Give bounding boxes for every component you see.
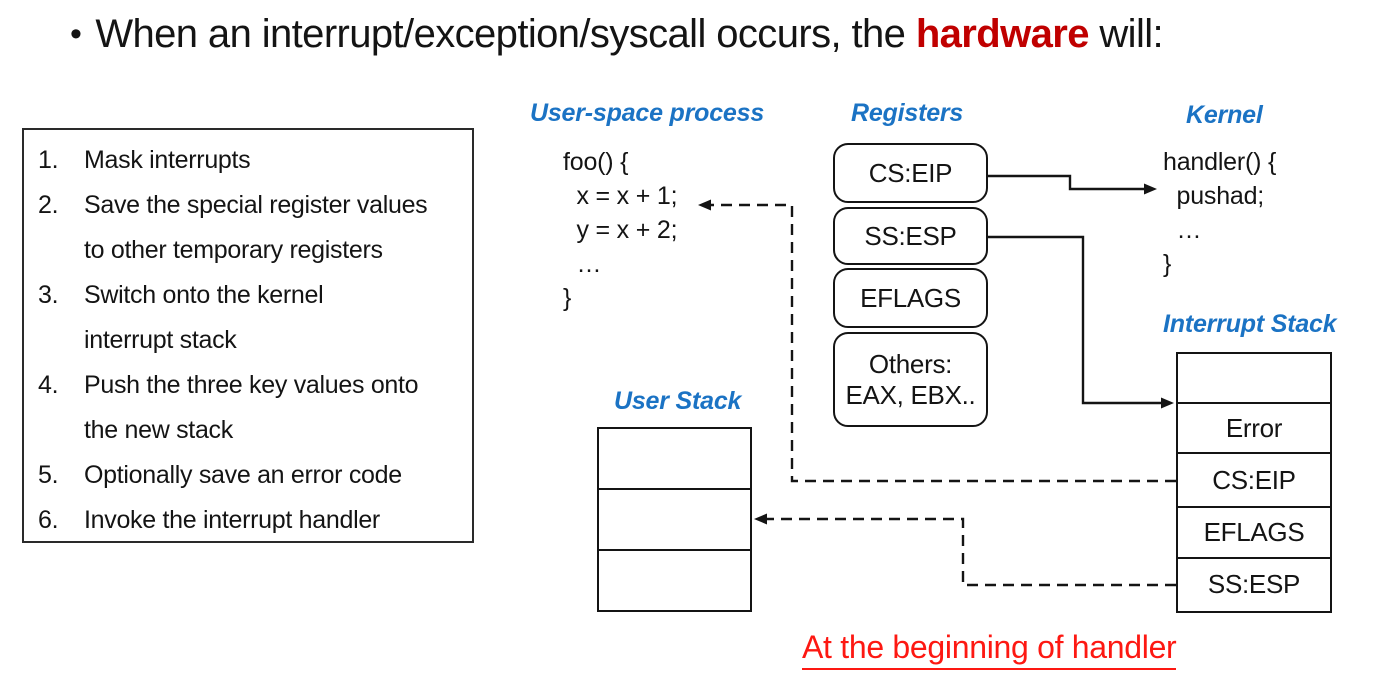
arrowhead-cseip-to-handler-icon [1144,183,1157,195]
step-text: to other temporary registers [84,236,383,264]
hardware-steps-box: 1. Mask interrupts 2. Save the special regi… [22,128,474,543]
register-box-label: CS:EIP [868,157,953,188]
interrupt-stack-label: Interrupt Stack [1163,310,1337,338]
step-line: 1. Mask interrupts [38,138,468,183]
step-text: Invoke the interrupt handler [84,506,380,534]
step-line: 2. Save the special register values [38,183,468,228]
register-box: Others:EAX, EBX.. [833,332,988,427]
user-stack-row [599,488,750,549]
title-highlight-hardware: hardware [915,12,1090,56]
arrow-ssesp-to-interrupt-stack [988,235,1161,405]
bullet-icon: • [70,15,82,53]
registers-label: Registers [851,99,964,127]
user-code-line: } [563,284,572,312]
kernel-code-line: } [1163,250,1172,278]
kernel-code-line: handler() { [1163,148,1277,176]
step-number: 4. [38,371,59,399]
user-stack-label: User Stack [614,387,742,415]
step-line: 3. Switch onto the kernel [38,273,468,318]
step-line: the new stack [38,408,468,453]
user-code-line: x = x + 1; [563,182,678,210]
interrupt-stack-row: EFLAGS [1178,506,1330,557]
step-text: Push the three key values onto [84,371,419,399]
step-number: 3. [38,281,59,309]
step-line: 6. Invoke the interrupt handler [38,498,468,543]
user-stack-box [597,427,752,612]
step-line: interrupt stack [38,318,468,363]
dashed-arrow-stack-ssesp-to-user-stack [767,517,1176,587]
interrupt-stack-row: CS:EIP [1178,452,1330,506]
step-line: to other temporary registers [38,228,468,273]
step-number: 5. [38,461,59,489]
register-box-label: Others: [868,348,953,379]
interrupt-stack-row: Error [1178,402,1330,452]
kernel-code-line: … [1163,216,1202,244]
slide-title: • When an interrupt/exception/syscall occ… [70,12,1164,57]
interrupt-stack-row [1178,354,1330,402]
user-stack-row [599,549,750,610]
user-stack-row [599,429,750,488]
arrow-cseip-to-handler [988,174,1144,191]
register-box: EFLAGS [833,268,988,328]
step-text: Optionally save an error code [84,461,402,489]
user-code-line: y = x + 2; [563,216,678,244]
register-box: CS:EIP [833,143,988,203]
register-box: SS:ESP [833,207,988,265]
step-text: Mask interrupts [84,146,251,174]
step-text: Switch onto the kernel [84,281,324,309]
step-line: 4. Push the three key values onto [38,363,468,408]
kernel-handler-code: handler() { pushad; …} [1163,145,1276,281]
user-code-line: … [563,250,602,278]
register-box-label: SS:ESP [864,220,957,251]
arrowhead-stack-cseip-to-code-icon [698,199,711,211]
footer-annotation: At the beginning of handler [802,629,1177,670]
step-line: 5. Optionally save an error code [38,453,468,498]
step-number: 2. [38,191,59,219]
kernel-code-line: pushad; [1163,182,1265,210]
user-code-line: foo() { [563,148,629,176]
title-suffix: will: [1088,12,1164,56]
step-number: 6. [38,506,59,534]
arrowhead-stack-ssesp-to-user-stack-icon [754,513,767,525]
arrowhead-ssesp-to-interrupt-stack-icon [1161,397,1174,409]
kernel-label: Kernel [1186,101,1263,129]
step-text: the new stack [84,416,233,444]
interrupt-stack-row: SS:ESP [1178,557,1330,610]
register-box-label: EAX, EBX.. [845,379,976,410]
step-text: Save the special register values [84,191,428,219]
register-box-label: EFLAGS [860,282,961,313]
user-space-process-label: User-space process [530,99,765,127]
user-space-code: foo() { x = x + 1; y = x + 2; …} [563,145,678,315]
title-prefix: When an interrupt/exception/syscall occu… [95,12,916,56]
step-number: 1. [38,146,59,174]
step-text: interrupt stack [84,326,237,354]
